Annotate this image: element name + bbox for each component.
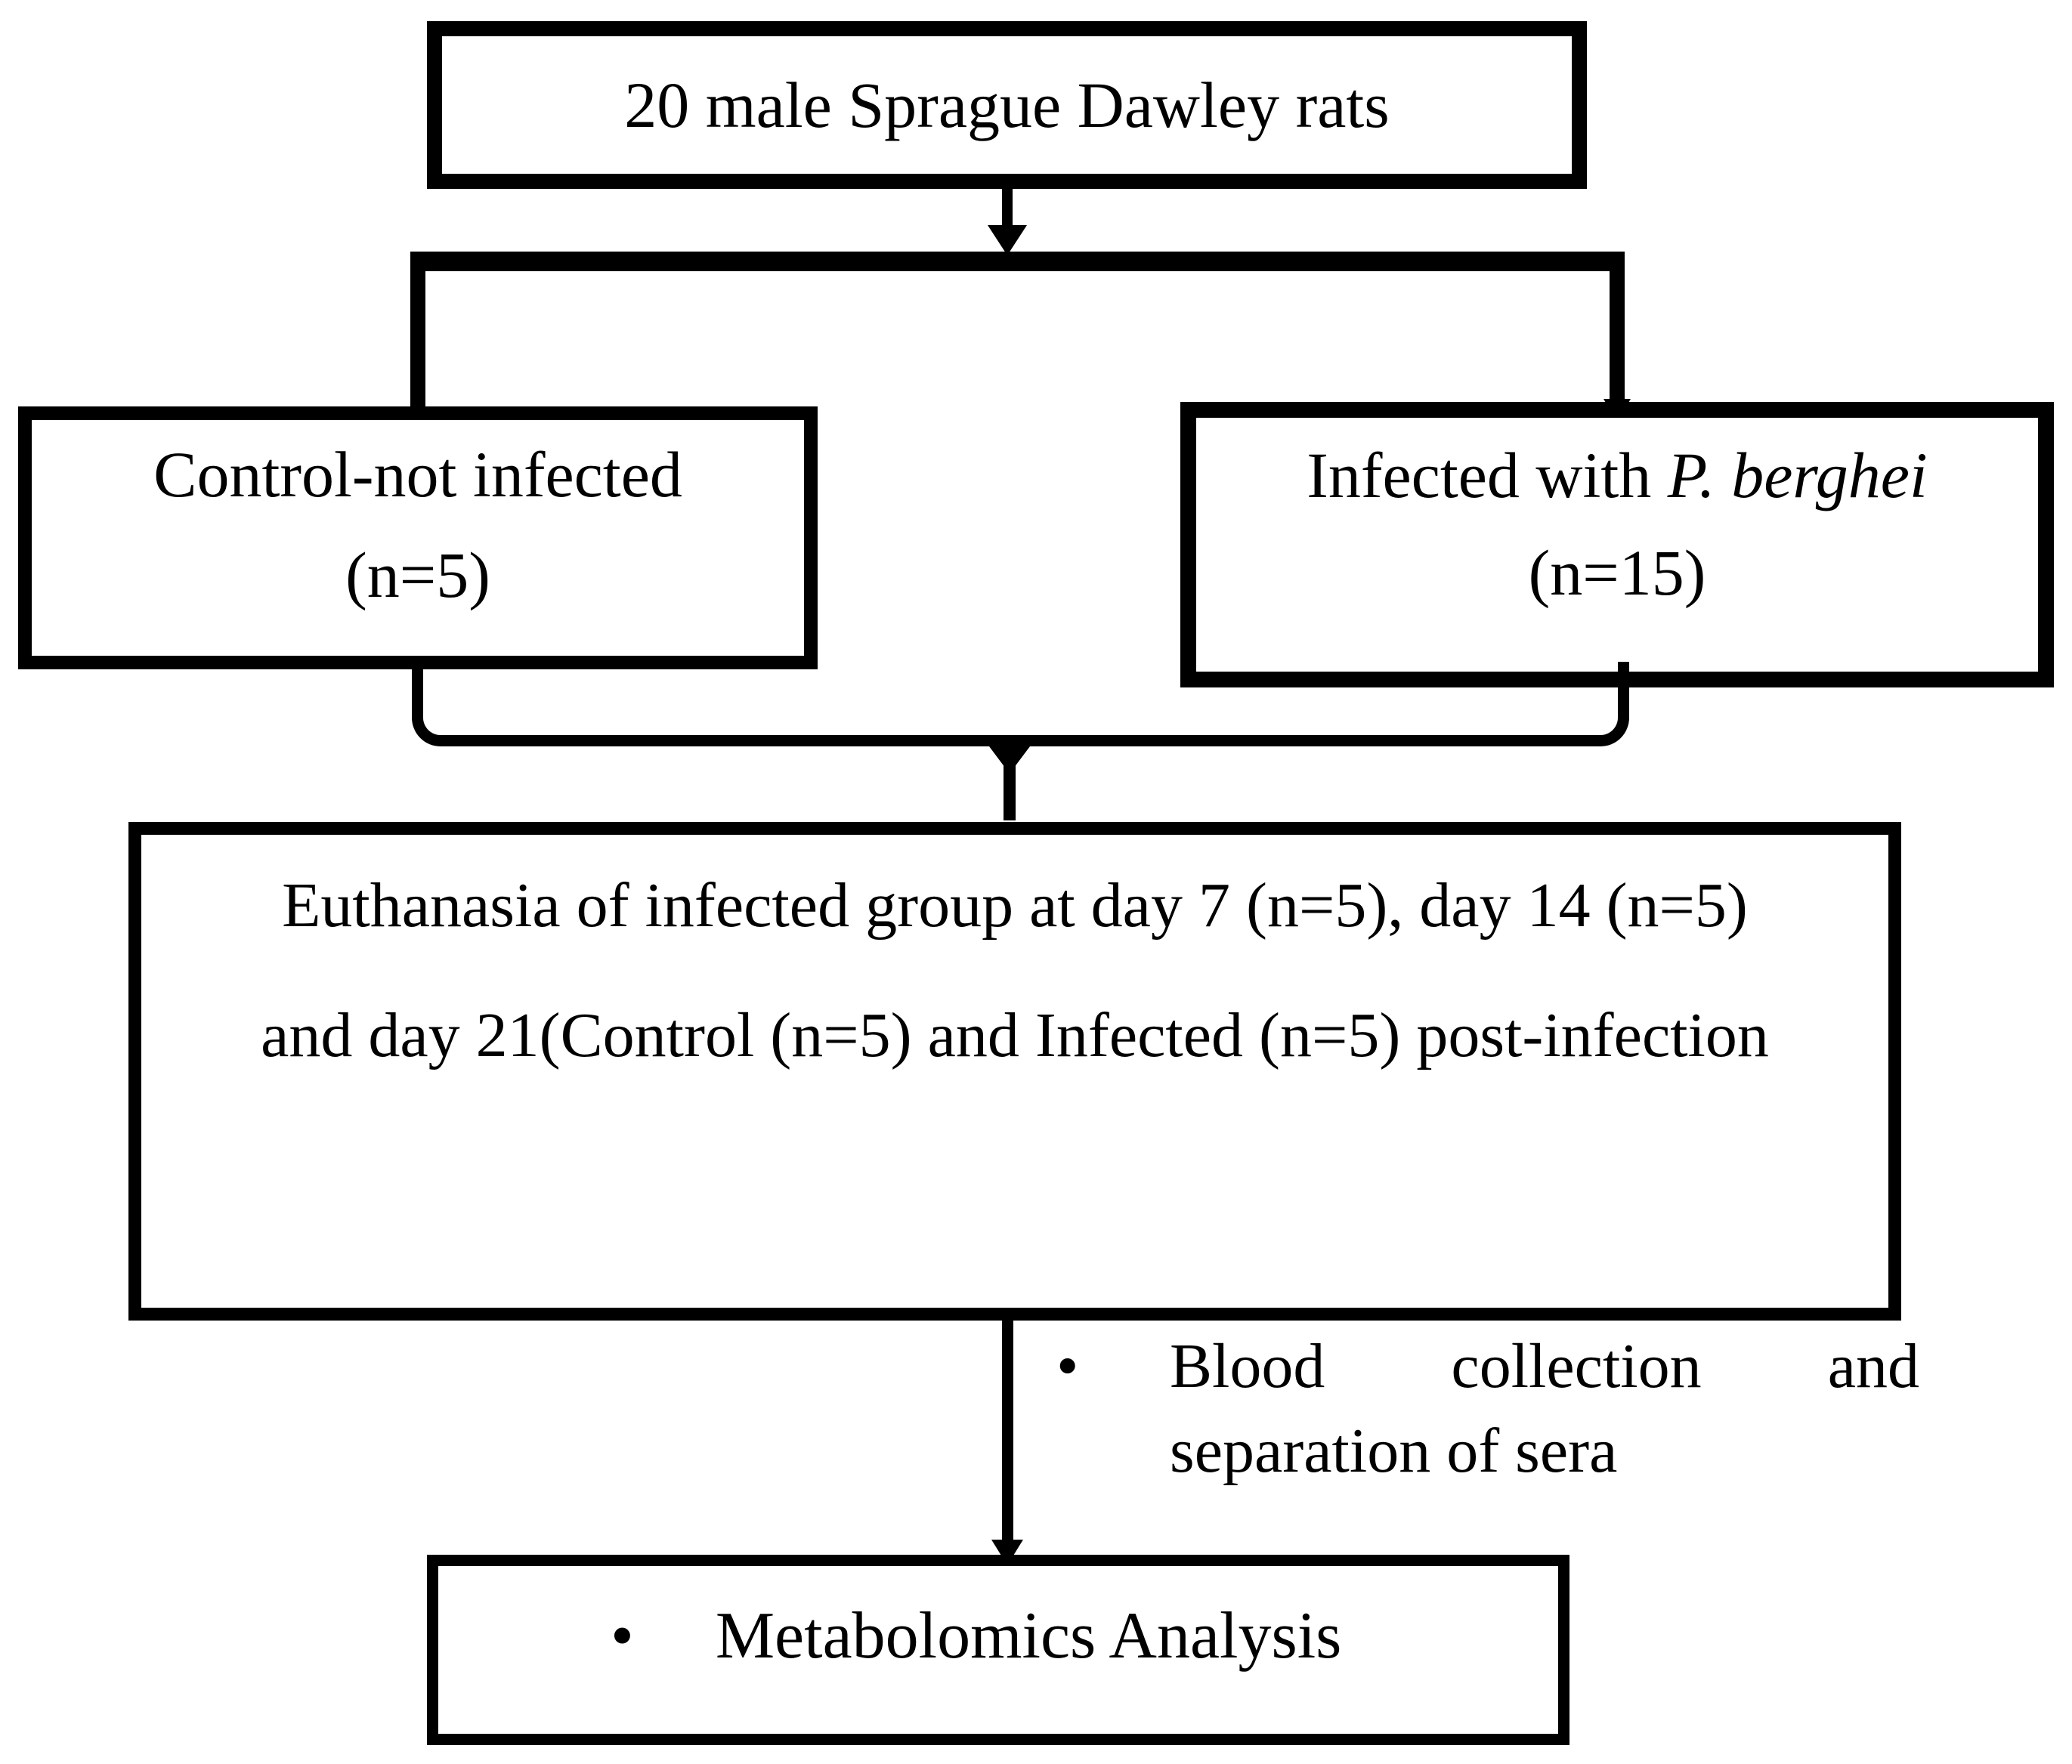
blood-collection-text: Blood collection and separation of sera — [1170, 1324, 1919, 1494]
bullet-icon: • — [1056, 1331, 1079, 1401]
infected-group-box: Infected with P. berghei (n=15) — [1180, 402, 2054, 687]
euthanasia-line2: and day 21(Control (n=5) and Infected (n… — [261, 1000, 1769, 1071]
branch-bar — [410, 252, 1625, 271]
control-group-line1: Control-not infected — [153, 438, 682, 511]
control-group-line2: (n=5) — [345, 539, 490, 612]
merge-brace — [412, 662, 1629, 746]
subjects-box: 20 male Sprague Dawley rats — [427, 21, 1587, 189]
branch-right-line — [1610, 269, 1625, 406]
metabolomics-label: Metabolomics Analysis — [715, 1599, 1342, 1673]
subjects-box-label: 20 male Sprague Dawley rats — [624, 69, 1390, 141]
control-group-box: Control-not infected (n=5) — [18, 406, 818, 669]
arrow-down-icon — [988, 225, 1027, 255]
metabolomics-box: • Metabolomics Analysis — [427, 1555, 1569, 1745]
infected-group-line2: (n=15) — [1528, 536, 1706, 609]
infected-group-line1: Infected with P. berghei — [1307, 439, 1928, 511]
flow-line-vertical — [1002, 1318, 1013, 1549]
bullet-icon: • — [611, 1599, 634, 1673]
blood-collection-note: • Blood collection and separation of ser… — [1056, 1324, 1919, 1494]
branch-left-line — [410, 269, 425, 416]
blood-collection-line1: Blood collection and — [1170, 1331, 1919, 1401]
pathogen-name: P. berghei — [1667, 439, 1928, 511]
merge-stem — [1004, 743, 1016, 820]
euthanasia-line1: Euthanasia of infected group at day 7 (n… — [282, 870, 1748, 941]
euthanasia-box: Euthanasia of infected group at day 7 (n… — [128, 822, 1901, 1321]
blood-collection-line2: separation of sera — [1170, 1416, 1618, 1486]
arrow-down-stem — [1002, 187, 1013, 231]
